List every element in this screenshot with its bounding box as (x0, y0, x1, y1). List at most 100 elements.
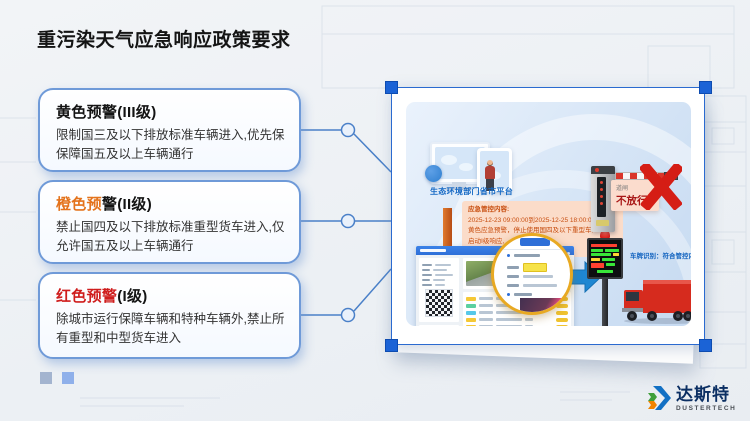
bar (479, 297, 493, 300)
screen (435, 147, 485, 179)
bar (525, 325, 533, 326)
decor-square (62, 372, 74, 384)
led-row (591, 269, 619, 273)
lbar (606, 262, 615, 266)
card-body: 限制国三及以下排放标准车辆进入,优先保保障国五及以上车辆通行 (56, 128, 285, 161)
red-x-icon (640, 164, 682, 210)
shaft (443, 208, 452, 246)
lbar (597, 269, 613, 273)
bar (479, 304, 493, 307)
i (567, 251, 570, 255)
i (600, 188, 603, 191)
rect (622, 308, 643, 312)
card-red-warning[interactable]: 红色预警(I级) 除城市运行保障车辆和特种车辆外,禁止所有重型和中型货车进入 (38, 272, 301, 359)
truck-icon (622, 280, 691, 324)
lens-header-fragment (520, 238, 550, 246)
alarm-beacon (600, 230, 610, 238)
chip-r (556, 324, 568, 326)
bar (435, 273, 453, 276)
bar (523, 284, 557, 287)
ss-row (422, 283, 456, 286)
ss-row (422, 268, 456, 271)
chip (466, 324, 476, 326)
lens-row-highlight (507, 263, 547, 272)
lbar (591, 258, 600, 262)
card-title-highlight: 橙色预 (56, 196, 102, 213)
bar (435, 263, 451, 266)
led-pole (602, 279, 608, 326)
logo-name-en: DUSTERTECH (676, 405, 737, 412)
ss-row (422, 263, 456, 266)
card-title-rest: 黄色预警(III级) (56, 104, 157, 121)
led-row (591, 248, 619, 252)
notice-line: 启动Ⅰ级响应, (468, 237, 505, 245)
circle (676, 314, 680, 318)
dot (507, 254, 510, 257)
selection-handle[interactable] (699, 339, 712, 352)
lbar (591, 243, 617, 247)
table-row (466, 316, 568, 323)
head (487, 160, 493, 166)
polygon (653, 386, 671, 410)
lens-photo-fragment (520, 298, 570, 312)
bar (422, 278, 430, 281)
bar (523, 275, 553, 278)
selection-handle[interactable] (385, 339, 398, 352)
circle (630, 314, 634, 318)
card-yellow-warning[interactable]: 黄色预警(III级) 限制国三及以下排放标准车辆进入,优先保保障国五及以上车辆通… (38, 88, 301, 172)
card-title-rest: (I级) (117, 288, 148, 305)
path (80, 391, 630, 407)
bar (496, 311, 522, 314)
logo-icon (648, 386, 671, 410)
diagram-image[interactable]: 生态环境部门省市平台 应急管控内容: 2025-12-23 09:00:00到2… (391, 87, 705, 345)
g (640, 164, 682, 210)
card-title: 黄色预警(III级) (56, 101, 283, 122)
rect (643, 280, 691, 313)
magnifier-lens (491, 233, 573, 315)
lbar (591, 253, 611, 257)
card-body: 禁止国四及以下排放标准重型货车进入,仅允许国五及以上车辆通行 (56, 220, 285, 253)
dot (507, 293, 510, 296)
i (600, 202, 603, 205)
selection-handle[interactable] (385, 81, 398, 94)
bar (507, 266, 519, 269)
rect (626, 292, 639, 301)
selection-handle[interactable] (699, 81, 712, 94)
rect (640, 164, 682, 210)
card-title: 红色预警(I级) (56, 285, 283, 306)
bar (514, 254, 540, 257)
lbar (591, 248, 603, 252)
qr-code (425, 288, 453, 317)
bar (422, 283, 432, 286)
page-title: 重污染天气应急响应政策要求 (37, 30, 291, 51)
bar (479, 311, 493, 314)
chip (466, 296, 476, 301)
bar (479, 318, 493, 321)
gate-tag (596, 220, 609, 226)
path (0, 117, 36, 301)
monitor-stand (452, 182, 466, 187)
rect (711, 127, 735, 145)
body (485, 166, 495, 179)
card-orange-warning[interactable]: 橙色预警(II级) 禁止国四及以下排放标准重型货车进入,仅允许国五及以上车辆通行 (38, 180, 301, 264)
circle (686, 314, 690, 318)
lens-sep (502, 249, 568, 250)
lens-row (507, 275, 553, 278)
led-row (591, 253, 619, 257)
bar (496, 318, 522, 321)
i (600, 195, 603, 198)
polygon (648, 393, 657, 401)
cloud-shape (441, 155, 457, 165)
logo-text: 达斯特 DUSTERTECH (676, 386, 736, 412)
barrier-gate-icon (591, 166, 615, 232)
lens-row (507, 293, 532, 296)
rect (711, 239, 735, 265)
screenshot-sidebar (419, 258, 459, 326)
i (600, 181, 603, 184)
bar (422, 263, 432, 266)
notice-line: 应急管控内容: (468, 206, 510, 213)
chip (466, 303, 476, 308)
diagram-illustration: 生态环境部门省市平台 应急管控内容: 2025-12-23 09:00:00到2… (406, 102, 691, 326)
i (595, 168, 599, 172)
